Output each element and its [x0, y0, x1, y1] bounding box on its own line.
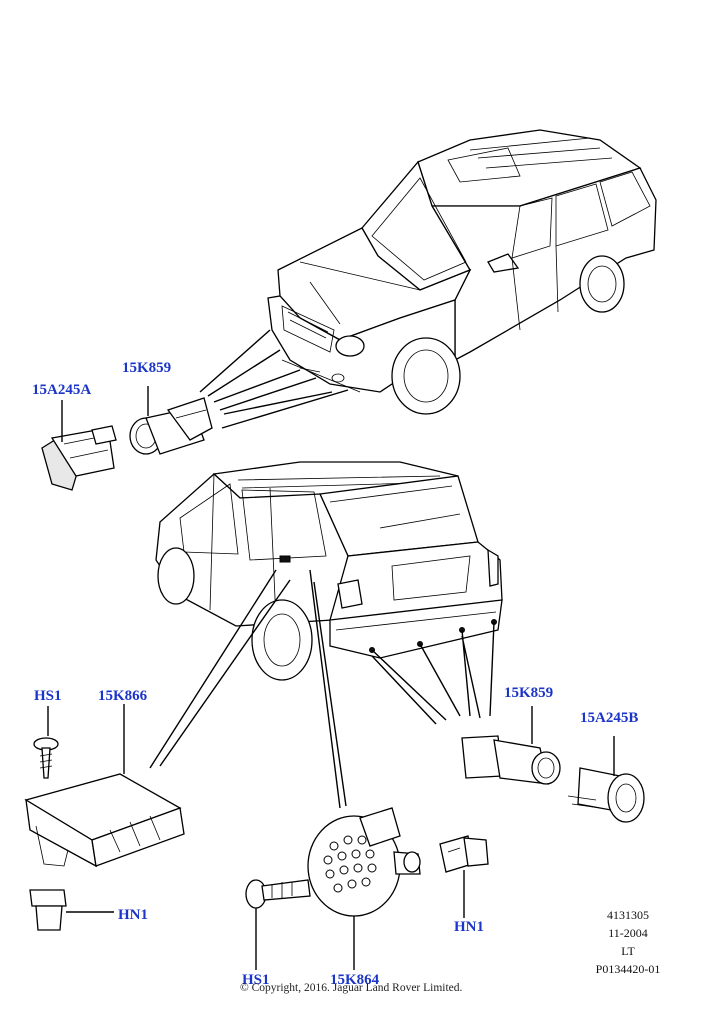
front-bracket-part — [41, 400, 117, 491]
front-leader-lines — [199, 329, 349, 429]
sounder-nut-part — [439, 835, 489, 918]
sounder-screw-part — [245, 879, 311, 970]
callout-sounder-nut[interactable]: HN1 — [454, 919, 484, 935]
rear-leader-lines — [149, 569, 495, 809]
callout-module[interactable]: 15K866 — [98, 688, 148, 704]
reference-number: 4131305 — [607, 908, 649, 922]
front-sensor-part — [129, 386, 213, 455]
copyright-notice: © Copyright, 2016. Jaguar Land Rover Lim… — [240, 982, 463, 994]
callout-rear-bracket[interactable]: 15A245B — [580, 710, 639, 726]
rear-sensor-part — [461, 706, 561, 785]
callout-module-nut[interactable]: HN1 — [118, 907, 148, 923]
rear-bracket-part — [567, 736, 645, 823]
callout-rear-sensor[interactable]: 15K859 — [504, 685, 554, 701]
parking-sounder-part — [307, 807, 421, 970]
illustration-id: P0134420-01 — [595, 962, 661, 976]
callout-sounder[interactable]: 15K864 — [330, 972, 380, 988]
module-nut-part — [29, 889, 114, 931]
callout-front-bracket[interactable]: 15A245A — [32, 382, 92, 398]
reference-code: LT — [621, 944, 635, 958]
parking-aid-module-part — [24, 704, 185, 868]
callout-module-screw[interactable]: HS1 — [34, 688, 62, 704]
module-screw-part — [33, 706, 59, 779]
callout-sounder-screw[interactable]: HS1 — [242, 972, 270, 988]
front-vehicle-illustration — [267, 129, 657, 415]
reference-date: 11-2004 — [608, 926, 648, 940]
rear-vehicle-illustration — [155, 461, 503, 681]
callout-front-sensor[interactable]: 15K859 — [122, 360, 172, 376]
